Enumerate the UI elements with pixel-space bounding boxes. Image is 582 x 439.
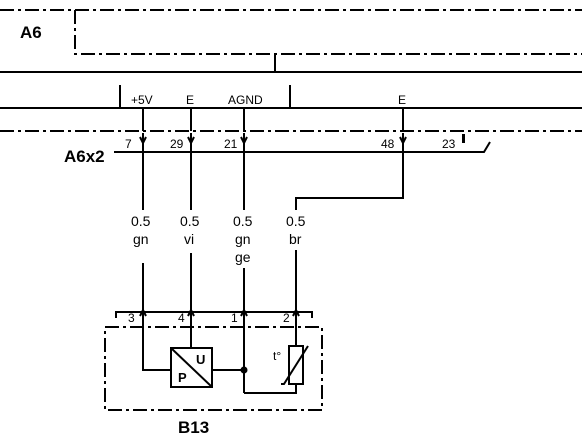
wire-color-1: gn (133, 231, 149, 247)
sensor-wire-supply (142, 322, 171, 371)
pin-label-29: 29 (170, 137, 184, 151)
sensor-pin-label-2: 2 (283, 311, 290, 325)
pin-label-21: 21 (224, 137, 238, 151)
wire-color-2: vi (184, 231, 194, 247)
pin-contact-48 (399, 133, 407, 147)
pin-contact-21 (240, 133, 248, 147)
connector-label: A6x2 (64, 147, 105, 166)
wire-size-4: 0.5 (286, 213, 306, 229)
wire-color-3b: ge (235, 249, 251, 265)
sensor-pin-label-4: 4 (178, 311, 185, 325)
temperature-sensor-slope (281, 345, 309, 385)
signal-label-agnd: AGND (228, 93, 263, 107)
sensor-pin-contact-2 (292, 305, 300, 322)
pin-contact-29 (187, 133, 195, 147)
sensor-b13: 3 4 1 2 P U t° B13 (104, 305, 323, 437)
wire-size-3: 0.5 (233, 213, 253, 229)
module-label: A6 (20, 23, 42, 42)
wire-e2-upper (295, 147, 404, 210)
connector-bar (114, 141, 491, 153)
wire-color-3: gn (235, 231, 251, 247)
sensor-pin-contact-1 (240, 305, 248, 322)
connector-a6x2: A6x2 7 29 21 48 23 (64, 133, 491, 166)
signal-label-5v: +5V (131, 93, 153, 107)
sensor-housing (104, 326, 323, 411)
wires: 0.5 gn 0.5 vi 0.5 gn ge 0.5 br (131, 147, 404, 305)
sensor-pin-label-3: 3 (128, 311, 135, 325)
pressure-transducer-diagonal (170, 347, 213, 388)
sensor-pin-contact-3 (139, 305, 147, 322)
wire-size-1: 0.5 (131, 213, 151, 229)
pin-contact-23 (462, 134, 465, 143)
sensor-wire-ground-return (244, 384, 297, 394)
pin-label-7: 7 (125, 137, 132, 151)
signal-label-e1: E (186, 93, 194, 107)
module-a6: A6 +5V E AGND E (0, 9, 582, 132)
signal-label-e2: E (398, 93, 406, 107)
wire-color-4: br (289, 231, 302, 247)
sensor-pin-bracket (115, 311, 313, 318)
pressure-label: P (178, 370, 187, 385)
sensor-label: B13 (178, 418, 209, 437)
temperature-label: t° (273, 349, 281, 363)
sensor-pin-contact-4 (187, 305, 195, 322)
pin-label-23: 23 (442, 137, 456, 151)
sensor-pin-label-1: 1 (231, 311, 238, 325)
pin-label-48: 48 (381, 137, 395, 151)
junction-dot (240, 366, 248, 374)
wire-size-2: 0.5 (180, 213, 200, 229)
module-inner-border (74, 10, 582, 55)
pin-contact-7 (139, 133, 147, 147)
voltage-label: U (196, 352, 205, 367)
